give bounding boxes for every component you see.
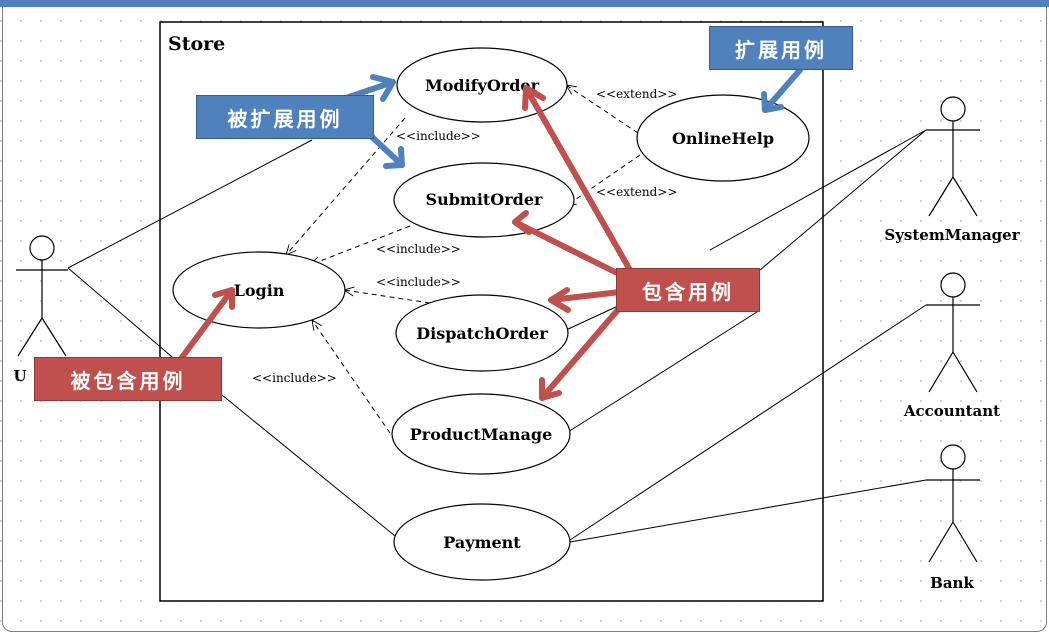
use-case-productmanage[interactable] (391, 393, 571, 475)
red-arrow-to-login (177, 287, 235, 363)
use-case-onlinehelp[interactable] (636, 94, 810, 182)
actor-user[interactable] (16, 235, 68, 357)
actor-systemmanager-name: SystemManager (884, 226, 1020, 244)
red-arrow-to-submitorder (512, 210, 618, 275)
include-dispatchorder-login (344, 290, 431, 304)
assoc-accountant-payment (569, 304, 927, 541)
red-arrow-to-modifyorder (522, 85, 633, 273)
system-name: Store (168, 33, 225, 55)
use-case-submitorder[interactable] (393, 162, 575, 238)
actor-accountant-name: Accountant (903, 402, 1000, 420)
use-case-payment-label: Payment (443, 533, 521, 552)
use-case-payment[interactable] (393, 503, 571, 581)
callout-extension-use-case: 扩展用例 (709, 26, 853, 70)
actor-systemmanager[interactable] (926, 96, 980, 217)
include-productmanage-login (312, 320, 391, 434)
stereotype-extend-modifyorder: <<extend>> (596, 87, 677, 101)
assoc-user-payment (221, 394, 401, 541)
association-lines (67, 129, 927, 543)
assoc-sysmgr-productmanage-lower (567, 309, 761, 433)
callout-inclusion-use-case: 包含用例 (616, 268, 760, 312)
assoc-user-login (67, 267, 179, 363)
callout-extended-use-case: 被扩展用例 (196, 95, 374, 139)
use-case-modifyorder-label: ModifyOrder (425, 76, 540, 95)
extend-onlinehelp-modifyorder (566, 85, 639, 134)
blue-arrow-to-submitorder (369, 134, 405, 169)
stereotype-include-productmanage: <<include>> (252, 371, 337, 385)
assoc-bank-payment (569, 479, 927, 543)
use-case-login-label: Login (234, 281, 285, 300)
stereotype-include-dispatchorder: <<include>> (376, 275, 461, 289)
red-arrow-to-productmanage (539, 302, 625, 401)
assoc-sysmgr-productmanage (759, 129, 927, 271)
blue-arrow-to-onlinehelp (761, 67, 803, 113)
include-modifyorder-login (286, 117, 406, 255)
use-case-dispatchorder[interactable] (395, 294, 569, 372)
assoc-user-modifyorder (67, 139, 313, 269)
red-arrow-to-dispatchorder (548, 287, 623, 313)
stereotype-include-modifyorder: <<include>> (396, 129, 481, 143)
extend-onlinehelp-submitorder (566, 154, 641, 206)
stereotype-extend-submitorder: <<extend>> (596, 185, 677, 199)
use-case-onlinehelp-label: OnlineHelp (672, 129, 774, 148)
dependency-lines (286, 85, 641, 434)
actor-user-name: U (13, 367, 26, 385)
callout-included-use-case: 被包含用例 (34, 357, 222, 401)
actor-bank-name: Bank (930, 574, 974, 592)
top-accent-bar (0, 0, 1049, 7)
use-case-productmanage-label: ProductManage (410, 425, 553, 444)
use-case-dispatchorder-label: DispatchOrder (416, 324, 548, 343)
assoc-sysmgr-dispatchorder (709, 129, 927, 251)
assoc-dispatchorder-stub (565, 305, 619, 331)
stereotype-include-submitorder: <<include>> (376, 242, 461, 256)
use-case-submitorder-label: SubmitOrder (426, 190, 544, 209)
actor-accountant[interactable] (926, 272, 980, 393)
actor-bank[interactable] (926, 444, 980, 563)
